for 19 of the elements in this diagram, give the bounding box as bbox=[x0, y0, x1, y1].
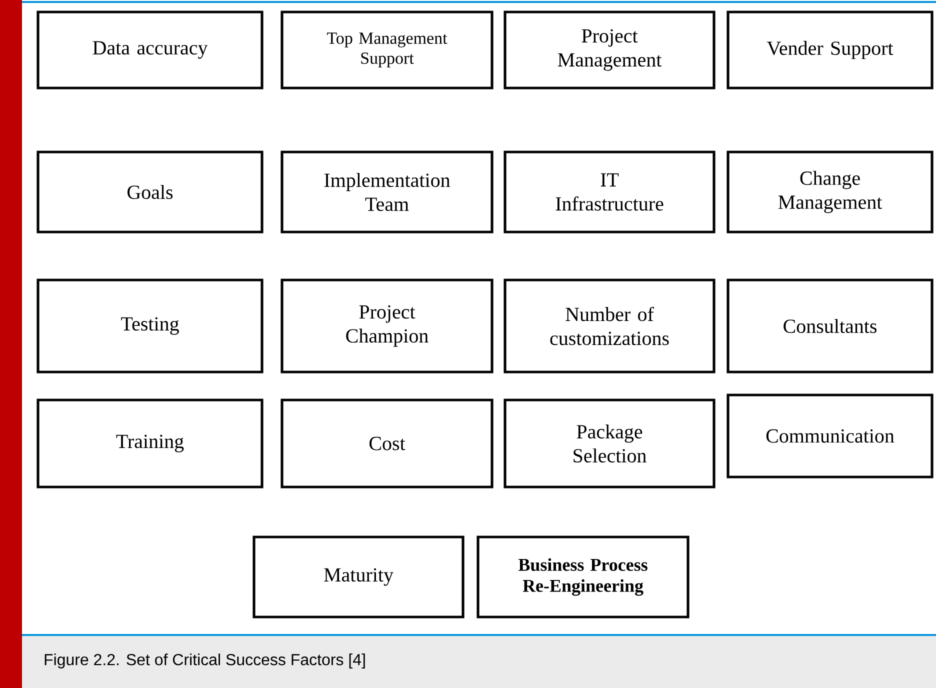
factor-box: IT Infrastructure bbox=[504, 150, 716, 234]
factor-box: Consultants bbox=[726, 278, 934, 374]
factor-box: Package Selection bbox=[504, 398, 716, 488]
factor-box: Change Management bbox=[726, 150, 934, 234]
factor-box: Project Management bbox=[504, 10, 716, 90]
caption-band: Figure 2.2. Set of Critical Success Factors [4] bbox=[22, 634, 936, 688]
factor-box: Communication bbox=[726, 394, 934, 478]
factor-box: Implementation Team bbox=[280, 150, 494, 234]
factor-box: Maturity bbox=[252, 536, 464, 618]
factor-box: Vender Support bbox=[726, 10, 934, 90]
factor-box: Project Champion bbox=[280, 278, 494, 374]
factor-box: Cost bbox=[280, 398, 494, 488]
factor-box: Top Management Support bbox=[280, 10, 494, 90]
factor-box: Number of customizations bbox=[504, 278, 716, 374]
factor-box: Goals bbox=[36, 150, 264, 234]
factor-box: Testing bbox=[36, 278, 264, 374]
factor-box: Business Process Re-Engineering bbox=[476, 536, 690, 618]
factor-box: Data accuracy bbox=[36, 10, 264, 90]
factor-box: Training bbox=[36, 398, 264, 488]
